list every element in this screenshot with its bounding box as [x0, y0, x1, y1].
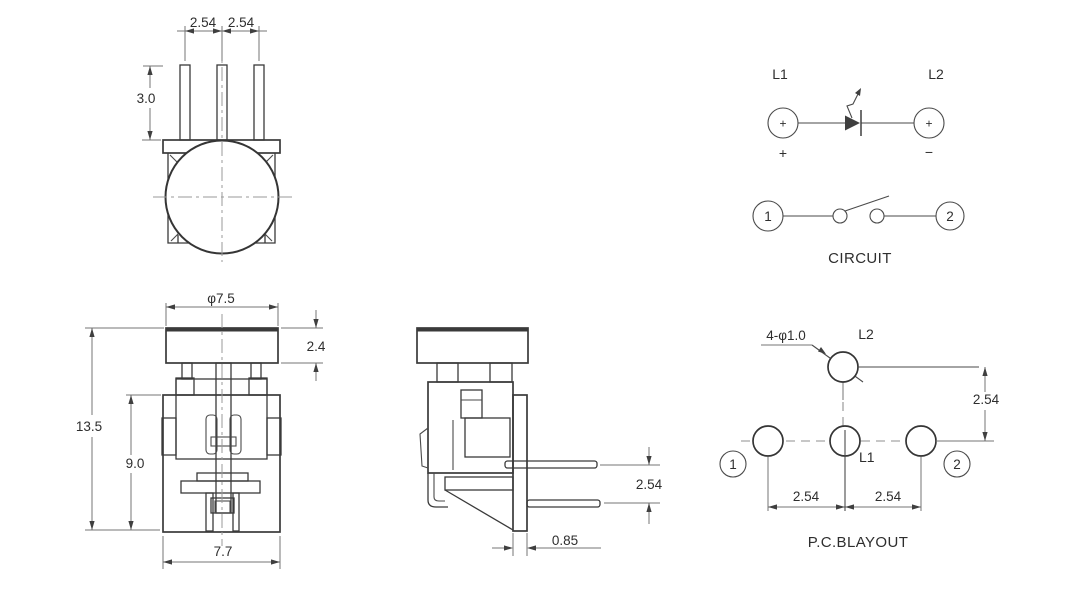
- front-view-dim-cap-height: 2.4: [281, 310, 326, 381]
- pcb-dim-left-label: 2.54: [793, 489, 820, 504]
- side-view-cap: [416, 327, 529, 364]
- led-terminal-l2-label: L2: [928, 66, 944, 82]
- circuit-diagram: L1 L2 + + + − 1 2 CIRCUIT: [752, 66, 965, 267]
- polarity-negative-label: −: [925, 144, 933, 160]
- side-view-dim-pin-spacing: 2.54: [600, 447, 663, 524]
- pcb-layout: 4-φ1.0 L2 2.54: [719, 326, 1000, 551]
- dim-plate-thickness-label: 0.85: [552, 533, 578, 548]
- front-view: φ7.5 2.4 13.5 9.0 7.7: [76, 291, 326, 569]
- side-view-dim-plate-thickness: 0.85: [492, 533, 601, 556]
- dim-body-width-label: 7.7: [214, 544, 233, 559]
- pcb-label-l2: L2: [858, 326, 874, 342]
- led-terminal-l1-label: L1: [772, 66, 788, 82]
- front-view-dim-cap-diameter: φ7.5: [165, 291, 279, 326]
- pcb-title: P.C.BLAYOUT: [808, 534, 909, 551]
- dim-cap-diameter-label: φ7.5: [207, 291, 235, 306]
- dim-pitch-right-label: 2.54: [228, 15, 255, 30]
- hole-callout-label: 4-φ1.0: [766, 328, 806, 343]
- side-view-neck: [436, 362, 513, 383]
- led-l2-node-plus: +: [925, 117, 932, 131]
- pcb-pin1-label: 1: [729, 457, 737, 472]
- top-view-dim-pin-length: 3.0: [137, 65, 163, 141]
- front-view-dim-body-width: 7.7: [162, 536, 281, 569]
- dim-body-height-label: 9.0: [126, 456, 145, 471]
- front-view-side-slots: [161, 417, 282, 456]
- led-symbol: [798, 88, 914, 136]
- switch-symbol: 1 2: [752, 195, 965, 232]
- pcb-pin2-label: 2: [953, 457, 961, 472]
- top-view: 2.54 2.54 3.0: [137, 15, 292, 262]
- pcb-hole-l2: [827, 351, 859, 383]
- switch-node-1-label: 1: [764, 209, 772, 224]
- pcb-pin-callouts: 1 2: [719, 450, 971, 478]
- dim-pin-length-label: 3.0: [137, 91, 156, 106]
- front-view-dim-body-height: 9.0: [126, 394, 161, 530]
- front-view-lower-frame: [180, 472, 261, 532]
- side-view-body-details: [419, 389, 511, 470]
- pcb-dim-vertical: 2.54: [936, 367, 1000, 442]
- dim-cap-height-label: 2.4: [307, 339, 326, 354]
- led-l1-node-plus: +: [779, 117, 786, 131]
- front-view-plunger: [205, 362, 242, 514]
- circuit-title: CIRCUIT: [828, 250, 892, 267]
- dim-pin-spacing-label: 2.54: [636, 477, 663, 492]
- side-view-pins: [504, 460, 601, 508]
- switch-node-2-label: 2: [946, 209, 954, 224]
- polarity-positive-label: +: [779, 145, 787, 161]
- pcb-dim-horizontal: 2.54 2.54: [767, 430, 922, 511]
- front-view-dim-total-height: 13.5: [76, 327, 164, 531]
- side-view-bracket: [427, 473, 514, 531]
- pcb-label-l1: L1: [859, 449, 875, 465]
- side-view-pcb-plate: [512, 394, 528, 532]
- pcb-dim-right-label: 2.54: [875, 489, 902, 504]
- pcb-hole-1: [752, 425, 784, 457]
- pcb-hole-2: [905, 425, 937, 457]
- switch-lever: [844, 195, 890, 212]
- dim-total-height-label: 13.5: [76, 419, 102, 434]
- led-light-arrow: [846, 91, 860, 119]
- top-view-dim-pitch: 2.54 2.54: [177, 15, 267, 61]
- dim-pitch-left-label: 2.54: [190, 15, 217, 30]
- pcb-dim-vertical-label: 2.54: [973, 392, 1000, 407]
- top-view-center-lines: [153, 42, 292, 262]
- side-view: 2.54 0.85: [416, 327, 663, 556]
- side-view-body: [427, 381, 514, 474]
